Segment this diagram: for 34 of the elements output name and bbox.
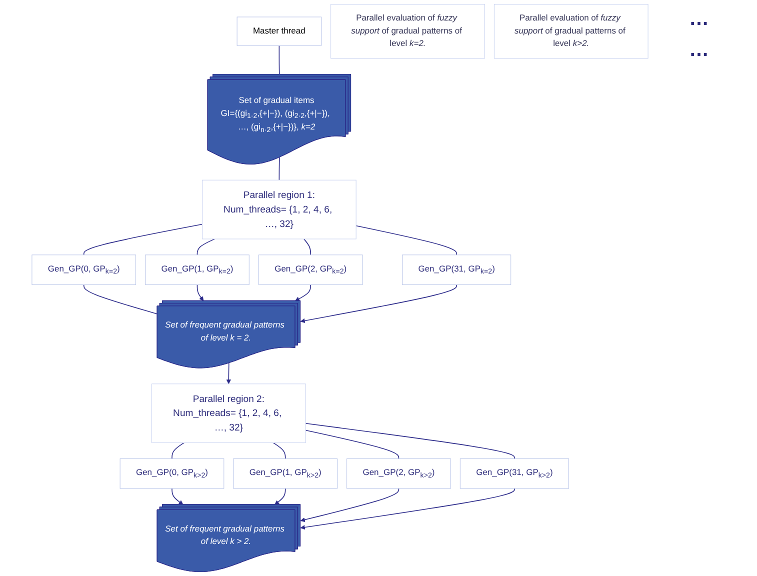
- node-box: Gen_GP(2, GP$_{k=2}$): [258, 254, 363, 285]
- arrow: [295, 284, 311, 302]
- connector: [305, 423, 515, 460]
- connector: [278, 45, 280, 75]
- node-box: Gen_GP(1, GP$_{k=2}$): [145, 254, 250, 285]
- arrow: [274, 488, 286, 505]
- node-box: Gen_GP(0, GP$_{k=2}$): [32, 254, 136, 285]
- arrow: [300, 488, 400, 522]
- node-box: Master thread: [236, 16, 322, 46]
- arrow: [300, 284, 457, 323]
- node-box: Gen_GP(2, GP$_{k>2}$): [346, 458, 451, 489]
- ellipsis-text: …: [689, 8, 710, 31]
- node-box: Gen_GP(0, GP$_{k>2}$): [120, 458, 224, 489]
- arrow: [172, 488, 184, 505]
- node-box: Parallel evaluation of fuzzy support of gradual patterns of level k>2.: [494, 4, 648, 59]
- connector: [172, 442, 184, 460]
- node-box: Gen_GP(31, GP$_{k>2}$): [460, 458, 569, 489]
- connector: [83, 224, 203, 256]
- node-box: Parallel evaluation of fuzzy support of gradual patterns of level k=2.: [330, 4, 485, 59]
- connector: [196, 238, 216, 256]
- connector: [278, 157, 280, 180]
- arrow: [196, 284, 204, 302]
- node-box: Parallel region 1: Num_threads= {1, 2, 4, 6, …, 32}: [202, 180, 356, 240]
- node-box: Gen_GP(31, GP$_{k=2}$): [402, 254, 512, 285]
- arrow: [226, 362, 231, 384]
- arrow: [300, 488, 515, 530]
- node-box: Gen_GP(1, GP$_{k>2}$): [233, 458, 338, 489]
- node-box: Parallel region 2: Num_threads= {1, 2, 4, 6, …, 32}: [151, 384, 306, 444]
- connector: [272, 442, 286, 460]
- ellipsis-text: …: [689, 39, 710, 62]
- connector: [83, 284, 158, 314]
- connector: [305, 430, 400, 460]
- connector: [304, 238, 311, 256]
- connector: [356, 225, 457, 256]
